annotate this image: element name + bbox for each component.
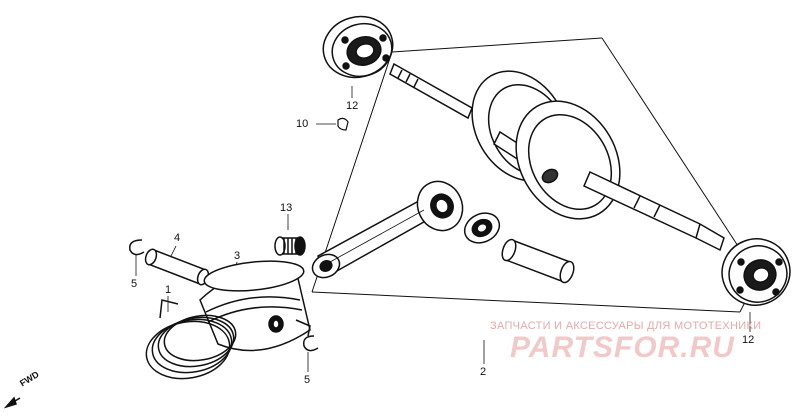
crank-pin-drawing — [501, 238, 575, 284]
fwd-arrow-icon — [3, 396, 21, 409]
label-piston: 3 — [234, 250, 241, 262]
piston-pin-drawing — [144, 248, 210, 286]
crankshaft-drawing — [389, 62, 725, 252]
label-needle-bearing: 13 — [280, 202, 293, 214]
piston-rings-drawing — [145, 299, 237, 380]
piston-drawing — [199, 260, 311, 352]
needle-bearing-drawing — [274, 236, 306, 256]
label-pin-clip-right: 5 — [304, 374, 311, 386]
bearing-right-drawing — [721, 238, 791, 306]
label-piston-pin: 4 — [174, 232, 181, 244]
label-piston-ring-set: 1 — [165, 284, 172, 296]
pin-clip-right-drawing — [302, 335, 319, 352]
label-woodruff-key: 10 — [296, 118, 309, 130]
bearing-top-drawing — [322, 15, 394, 79]
label-pin-clip-left: 5 — [131, 278, 138, 290]
woodruff-key-drawing — [337, 117, 349, 131]
label-crankshaft: 2 — [480, 366, 487, 378]
big-end-needle-bearing-drawing — [463, 212, 501, 244]
pin-clip-left-drawing — [129, 239, 145, 256]
watermark-tagline: ЗАПЧАСТИ И АКСЕССУАРЫ ДЛЯ МОТОТЕХНИКИ — [490, 320, 762, 332]
group-outline-lines — [311, 37, 749, 313]
connecting-rod-drawing — [311, 180, 464, 279]
label-bearing-top: 12 — [346, 100, 359, 112]
watermark-logo: PARTSFOR.RU — [510, 331, 735, 364]
label-bearing-right: 12 — [742, 334, 755, 346]
